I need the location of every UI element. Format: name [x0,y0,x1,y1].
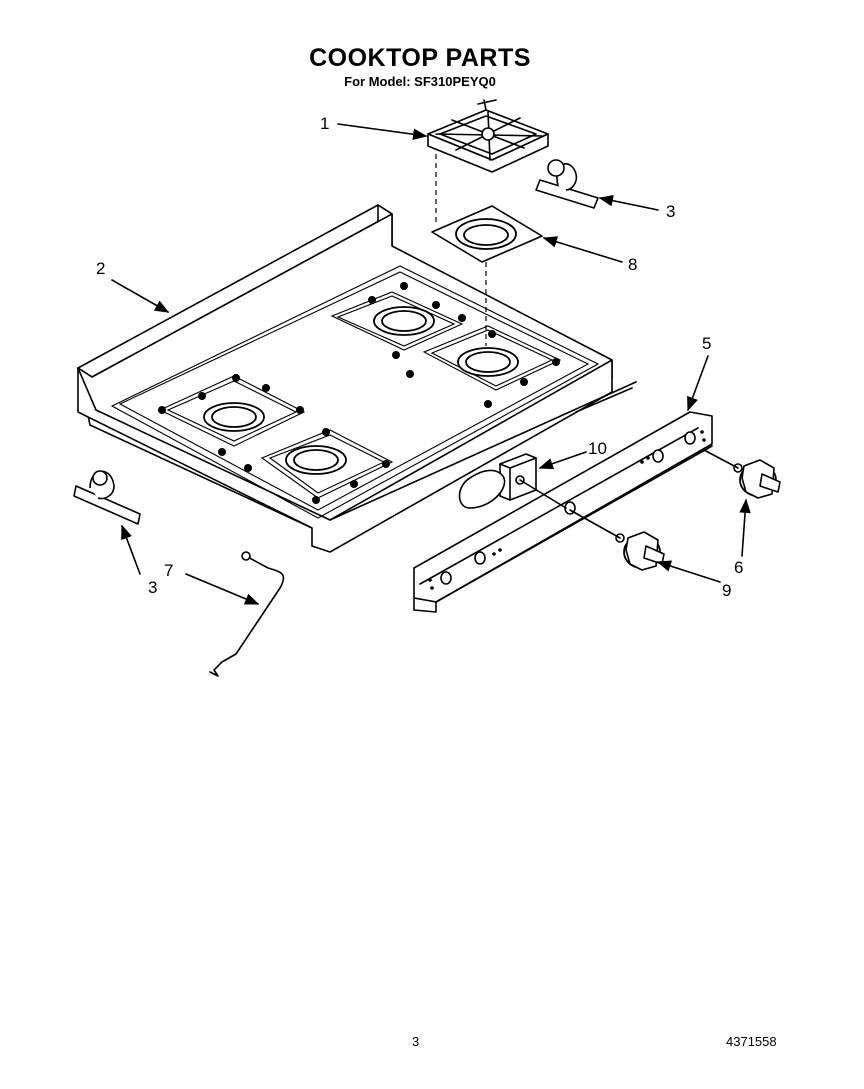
page-number: 3 [412,1034,420,1049]
callout-1: 1 [320,114,330,133]
callout-7: 7 [164,561,174,580]
model-subtitle: For Model: SF310PEYQ0 [344,74,496,89]
callout-9: 9 [722,581,732,600]
leader-arrows [111,123,751,605]
callout-10: 10 [588,439,607,458]
callout-6: 6 [734,558,744,577]
callout-5: 5 [702,334,712,353]
callout-2: 2 [96,259,106,278]
wire-lead [209,551,285,677]
burner-gasket [431,205,543,263]
burner-grate [427,99,549,173]
control-knob [733,459,781,499]
hinge-clip [73,470,141,525]
control-knob [615,531,665,571]
ignition-switch [458,453,537,509]
page-title: COOKTOP PARTS [309,44,531,72]
callout-3-top: 3 [666,202,676,221]
callout-3-left: 3 [148,578,158,597]
hinge-clip [535,159,599,209]
document-number: 4371558 [726,1034,777,1049]
callout-8: 8 [628,255,638,274]
cooktop-panel [77,204,637,553]
